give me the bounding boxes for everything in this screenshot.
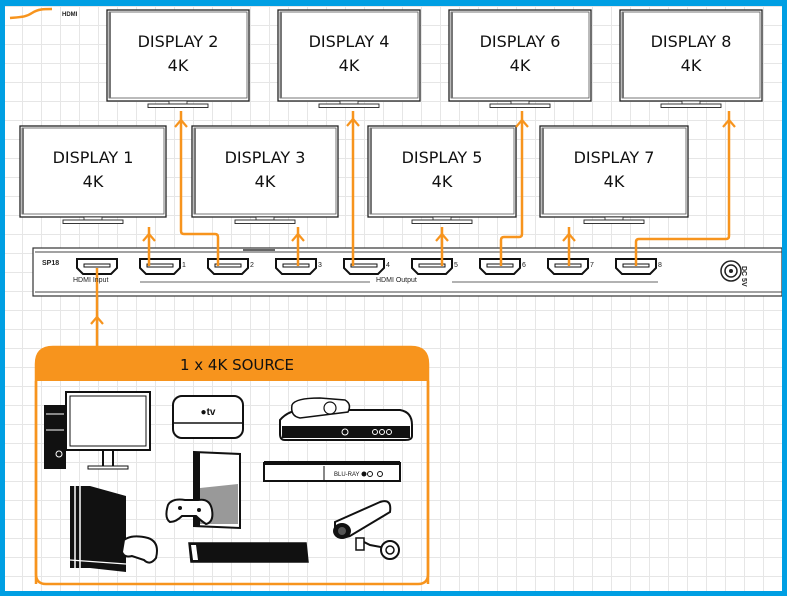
display-stand [583, 219, 645, 224]
playstation-console-icon [69, 486, 158, 572]
hdmi-input-port [76, 258, 118, 275]
hdmi-output-port-2 [207, 258, 249, 275]
cable-port-2 [179, 111, 220, 266]
display-stand [489, 103, 551, 108]
display-2 [106, 9, 250, 108]
arrow-icon [562, 232, 576, 242]
media-player-icon [188, 542, 309, 563]
output-port-number: 5 [454, 262, 458, 269]
arrow-icon [346, 117, 360, 127]
output-port-number: 1 [182, 262, 186, 269]
output-port-number: 4 [386, 262, 390, 269]
xbox-console-icon [165, 450, 241, 530]
display-frame [539, 125, 689, 218]
display-stand [147, 103, 209, 108]
hdmi-splitter-sp18 [32, 247, 782, 297]
svg-text:BLU-RAY: BLU-RAY [334, 472, 360, 478]
display-frame [19, 125, 167, 218]
display-8 [619, 9, 763, 108]
source-header [36, 347, 428, 381]
legend-hdmi-line [9, 7, 53, 20]
hdmi-port-pins [350, 263, 378, 268]
hdmi-port-pins [282, 263, 310, 268]
display-frame [191, 125, 339, 218]
hdmi-port-pins [83, 263, 111, 268]
display-bezel-shade [451, 12, 453, 98]
output-port-number: 7 [590, 262, 594, 269]
display-frame [106, 9, 250, 102]
source-title: 1 x 4K SOURCE [179, 356, 295, 374]
blu-ray-player-icon: BLU-RAY [263, 461, 401, 482]
arrow-icon [142, 232, 156, 242]
display-1 [19, 125, 167, 224]
security-camera-icon [333, 500, 400, 560]
display-frame [448, 9, 592, 102]
display-7 [539, 125, 689, 224]
arrow-icon [515, 118, 529, 128]
hdmi-output-port-3 [275, 258, 317, 275]
hdmi-port-pins [418, 263, 446, 268]
hdmi-port-pins [146, 263, 174, 268]
display-stand [62, 219, 124, 224]
display-bezel-shade [622, 12, 624, 98]
display-stand [411, 219, 473, 224]
display-stand [660, 103, 722, 108]
dc-power-label: DC 5V [740, 266, 747, 287]
display-bezel-shade [194, 128, 196, 214]
arrow-icon [722, 118, 736, 128]
arrow-icon [435, 232, 449, 242]
display-3 [191, 125, 339, 224]
arrow-icon [90, 315, 104, 325]
dc-power-jack [720, 260, 742, 282]
desktop-pc-icon [44, 391, 151, 470]
display-frame [367, 125, 517, 218]
output-port-number: 6 [522, 262, 526, 269]
display-5 [367, 125, 517, 224]
hdmi-output-label: HDMI Output [376, 277, 417, 284]
hdmi-output-port-5 [411, 258, 453, 275]
display-4 [277, 9, 421, 108]
display-bezel-shade [22, 128, 24, 214]
set-top-box-icon [279, 397, 413, 441]
display-frame [277, 9, 421, 102]
svg-text:●tv: ●tv [201, 407, 216, 418]
hdmi-input-label: HDMI Input [73, 277, 109, 284]
output-port-number: 3 [318, 262, 322, 269]
display-bezel-shade [280, 12, 282, 98]
output-port-number: 8 [658, 262, 662, 269]
source-box [34, 345, 430, 586]
output-port-number: 2 [250, 262, 254, 269]
switch-model-label: SP18 [42, 260, 60, 267]
hdmi-output-port-1 [139, 258, 181, 275]
display-6 [448, 9, 592, 108]
legend-hdmi-label: HDMI [62, 12, 78, 18]
display-stand [318, 103, 380, 108]
display-bezel-shade [542, 128, 544, 214]
source-box-border [34, 381, 430, 586]
display-bezel-shade [109, 12, 111, 98]
cable-port-6 [499, 111, 524, 266]
apple-tv-icon: ●tv [172, 395, 244, 439]
arrow-icon [291, 232, 305, 242]
arrow-icon [174, 118, 188, 128]
hdmi-port-pins [214, 263, 242, 268]
hdmi-output-port-4 [343, 258, 385, 275]
display-frame [619, 9, 763, 102]
display-stand [234, 219, 296, 224]
display-bezel-shade [370, 128, 372, 214]
cable-port-8 [634, 111, 731, 266]
